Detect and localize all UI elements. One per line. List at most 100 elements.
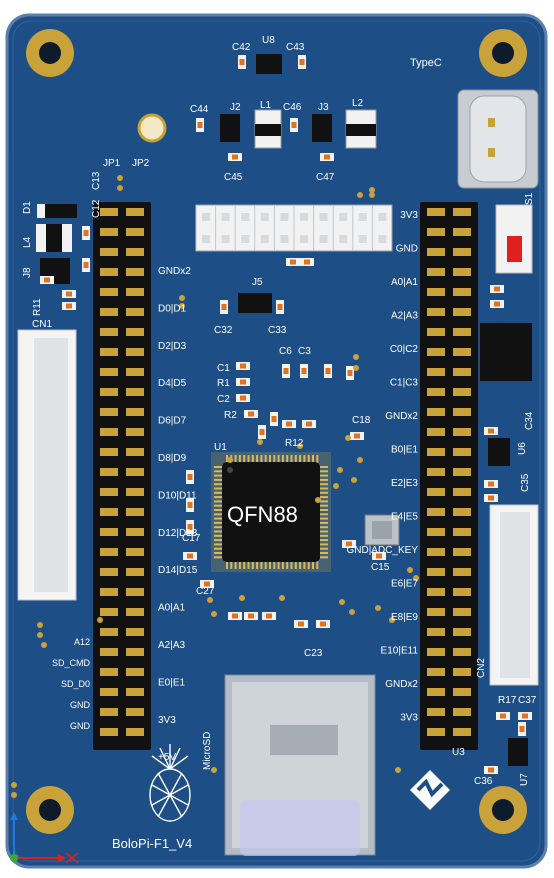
ref-l4: L4 <box>22 236 33 248</box>
microsd-slot <box>224 674 376 856</box>
header-pin <box>427 308 445 316</box>
via <box>179 295 185 301</box>
header-pin <box>100 568 118 576</box>
passive-components <box>40 55 532 774</box>
ref-c3: C3 <box>298 346 311 357</box>
header-pin <box>453 488 471 496</box>
edge-label: SD_CMD <box>52 658 91 668</box>
header-pin <box>453 328 471 336</box>
regulator-u7 <box>508 738 528 766</box>
header-pin <box>427 628 445 636</box>
ref-u3: U3 <box>452 747 465 758</box>
smd-pad <box>290 259 296 265</box>
header-pin <box>126 488 144 496</box>
smd-pad <box>488 495 494 501</box>
header-pin <box>280 235 289 243</box>
ref-c13: C13 <box>91 171 102 190</box>
header-pin <box>202 235 210 243</box>
regulator-u8 <box>256 54 282 74</box>
header-pin <box>453 208 471 216</box>
smd-pad <box>248 613 254 619</box>
via <box>357 192 363 198</box>
ref-c44: C44 <box>190 104 209 115</box>
header-pin <box>427 228 445 236</box>
right-pin-label: E10|E11 <box>381 646 419 657</box>
header-pin <box>126 348 144 356</box>
right-pin-label: B0|E1 <box>391 445 418 456</box>
header-pin <box>100 588 118 596</box>
via <box>207 597 213 603</box>
smd-pad <box>232 154 238 160</box>
smd-pad <box>221 304 227 310</box>
left-pin-label: D8|D9 <box>158 453 187 464</box>
header-pin <box>126 388 144 396</box>
header-pin <box>453 408 471 416</box>
smd-pad <box>286 421 292 427</box>
via <box>117 175 123 181</box>
edge-label: GND <box>70 721 91 731</box>
header-pin <box>427 328 445 336</box>
smd-pad <box>83 230 89 236</box>
header-pin <box>453 588 471 596</box>
header-pin <box>126 508 144 516</box>
header-pin <box>100 608 118 616</box>
smd-pad <box>500 713 506 719</box>
via <box>279 595 285 601</box>
via <box>351 477 357 483</box>
silkscreen: TypeC BoloPi-F1_V4 QFN88 U1 MicroSD C42 … <box>22 35 537 851</box>
smd-pad <box>240 379 246 385</box>
smd-pad <box>187 502 193 508</box>
via <box>353 365 359 371</box>
ref-j5: J5 <box>252 277 263 288</box>
header-pin <box>100 508 118 516</box>
via <box>345 435 351 441</box>
pineapple-logo <box>149 744 191 822</box>
ref-j2: J2 <box>230 102 241 113</box>
header-pin <box>427 348 445 356</box>
ref-c32: C32 <box>214 325 233 336</box>
ref-u8: U8 <box>262 35 275 46</box>
ref-j8: J8 <box>22 267 33 278</box>
header-pin <box>453 648 471 656</box>
ref-d1: D1 <box>22 201 33 214</box>
ref-c35: C35 <box>520 473 531 492</box>
smd-pad <box>66 291 72 297</box>
header-pin <box>241 213 250 221</box>
header-pin <box>427 388 445 396</box>
smd-pad <box>519 726 525 732</box>
axis-indicator <box>10 812 79 864</box>
right-pin-label: E6|E7 <box>391 579 418 590</box>
ref-cn2: CN2 <box>476 658 487 678</box>
right-pin-label: 3V3 <box>400 210 418 221</box>
header-pin <box>221 235 230 243</box>
header-pin <box>100 668 118 676</box>
regulator-u6 <box>488 438 510 466</box>
fpc-connector-cn1 <box>17 329 77 601</box>
right-pin-label: GND|ADC_KEY <box>346 545 418 556</box>
header-pin <box>453 728 471 736</box>
via <box>349 609 355 615</box>
right-pin-label: A0|A1 <box>391 277 418 288</box>
sd-label: MicroSD <box>202 732 213 770</box>
right-pin-label: E2|E3 <box>391 478 418 489</box>
header-pin <box>427 288 445 296</box>
header-pin <box>202 213 210 221</box>
smd-pad <box>232 613 238 619</box>
ref-jp2: JP2 <box>132 158 150 169</box>
via <box>395 767 401 773</box>
header-pin <box>126 648 144 656</box>
soic-chip-u4 <box>480 323 532 381</box>
regulator-j2 <box>220 114 240 142</box>
left-pin-label: D14|D15 <box>158 565 198 576</box>
header-pin <box>126 428 144 436</box>
header-pin <box>453 268 471 276</box>
header-pin <box>339 213 348 221</box>
via <box>357 457 363 463</box>
header-pin <box>126 248 144 256</box>
ref-c34: C34 <box>524 411 535 430</box>
header-pin <box>358 235 367 243</box>
chip-label: QFN88 <box>227 502 298 527</box>
header-pin <box>260 235 269 243</box>
header-pin <box>427 708 445 716</box>
